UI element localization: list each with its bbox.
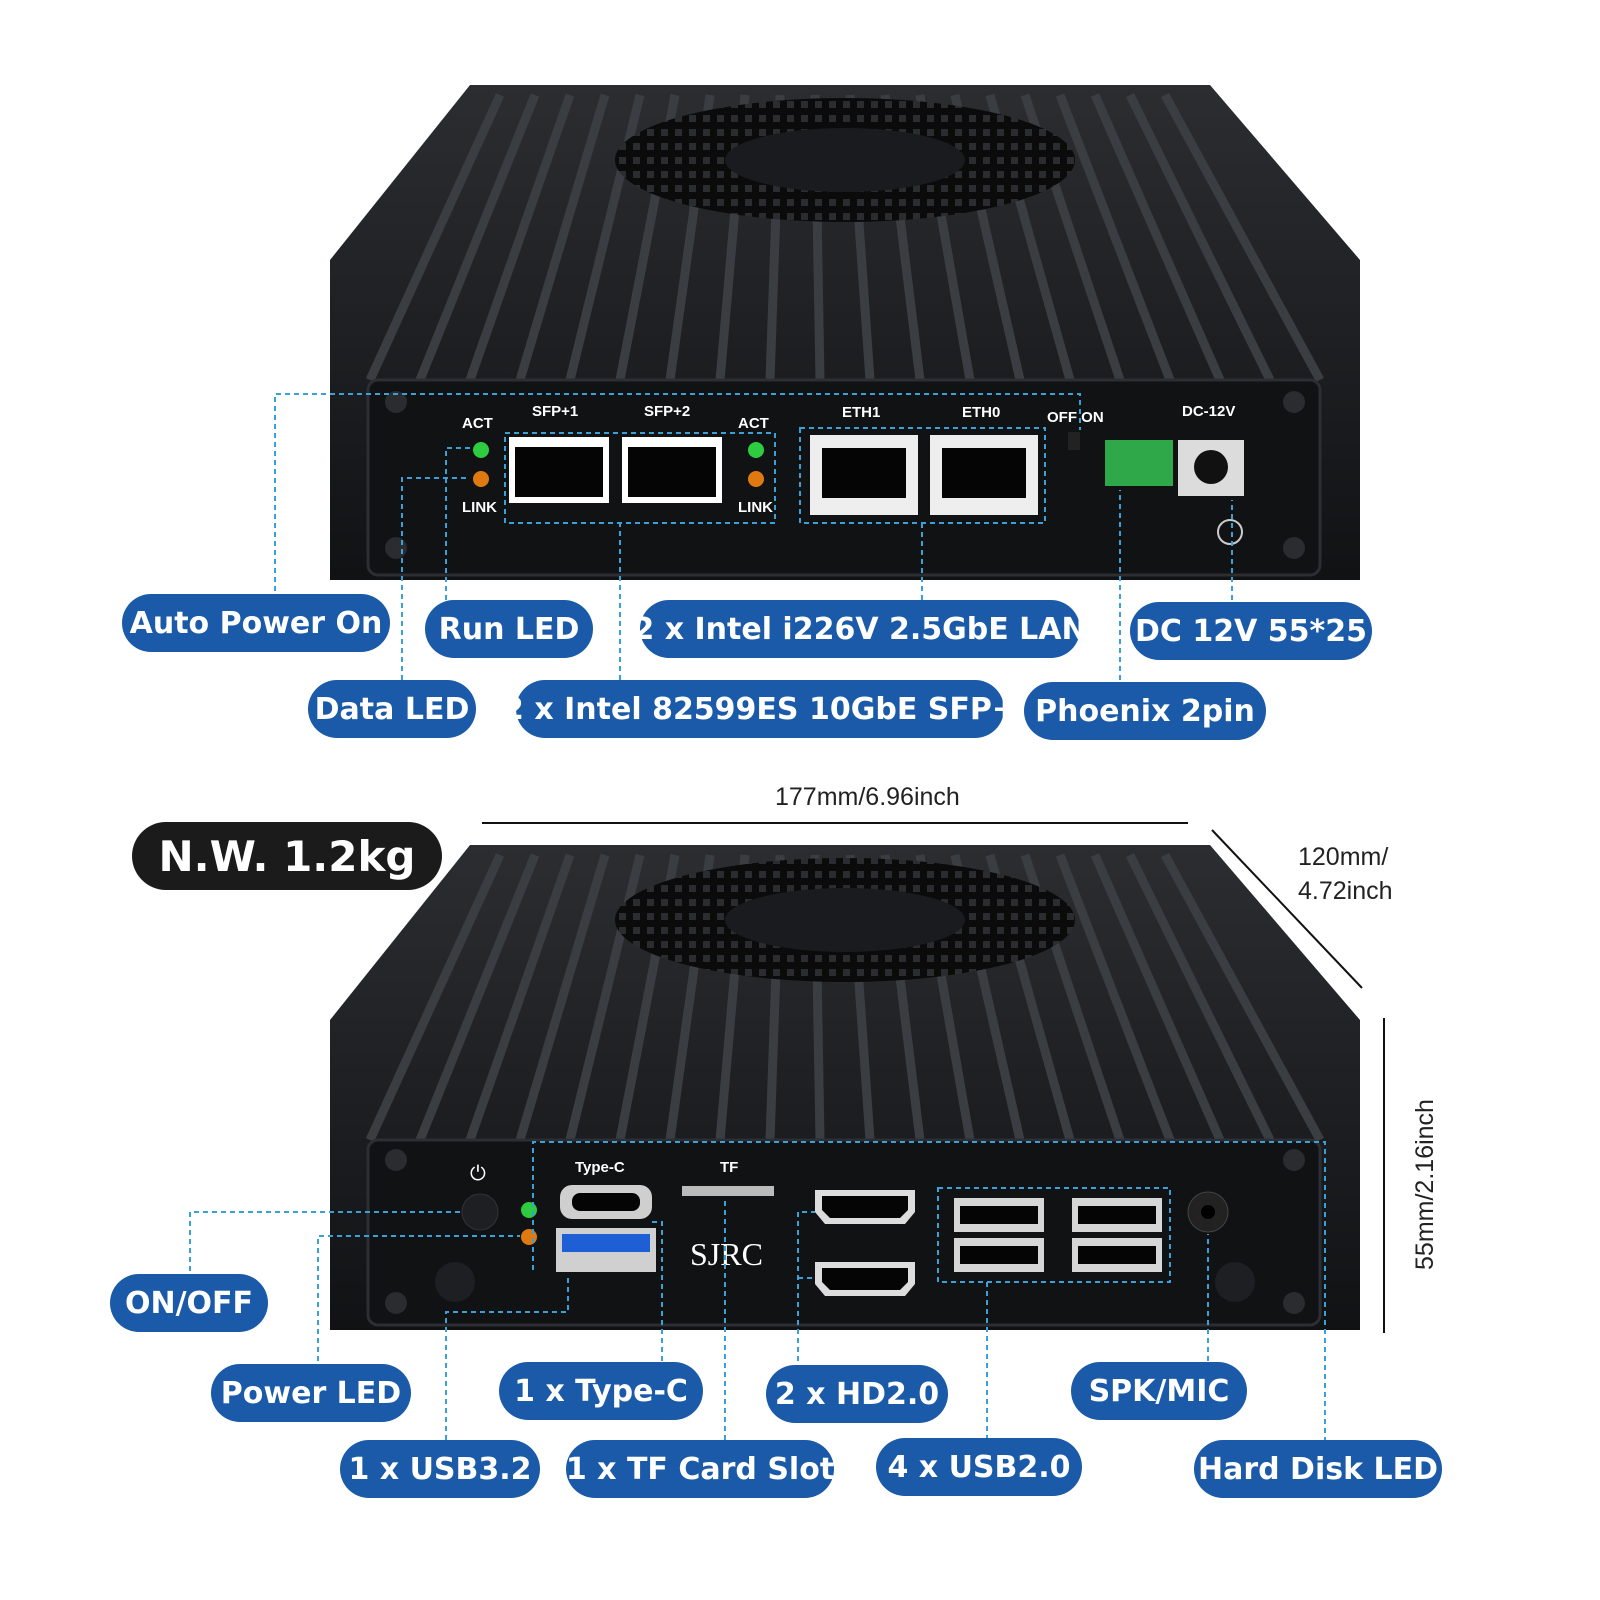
antenna-right	[1215, 1262, 1255, 1302]
lbl-act-left: ACT	[462, 415, 493, 432]
lbl-act-right: ACT	[738, 415, 769, 432]
lbl-link-right: LINK	[738, 499, 773, 516]
width-dimension: 177mm/6.96inch	[775, 783, 960, 811]
depth-dimension-line1: 120mm/	[1298, 843, 1389, 871]
lbl-eth0: ETH0	[962, 404, 1000, 421]
link-led-right	[748, 471, 764, 487]
callout-sfp: 2 x Intel 82599ES 10GbE SFP+	[503, 680, 1017, 738]
callout-data-led: Data LED	[308, 680, 476, 738]
weight-badge: N.W. 1.2kg	[132, 822, 442, 890]
lbl-dc: DC-12V	[1182, 403, 1235, 420]
lbl-eth1: ETH1	[842, 404, 880, 421]
dimension-lines	[482, 822, 1385, 1333]
callout-usb20: 4 x USB2.0	[876, 1438, 1082, 1496]
lbl-tf: TF	[720, 1159, 738, 1176]
callout-tf-slot: 1 x TF Card Slot	[566, 1440, 834, 1498]
act-led-right	[748, 442, 764, 458]
power-icon: ⏻	[470, 1161, 486, 1185]
link-led-left	[473, 471, 489, 487]
bottom-device: ⏻ Type-C TF SJRC	[189, 845, 1360, 1440]
callout-run-led: Run LED	[425, 600, 593, 658]
callout-on-off: ON/OFF	[110, 1274, 268, 1332]
hdd-led	[521, 1229, 537, 1245]
lbl-offon: OFF ON	[1047, 409, 1104, 426]
callout-phoenix: Phoenix 2pin	[1024, 682, 1266, 740]
callout-power-led: Power LED	[211, 1364, 411, 1422]
power-button	[461, 1193, 499, 1231]
depth-dimension-line2: 4.72inch	[1298, 877, 1393, 905]
callout-lan: 2 x Intel i226V 2.5GbE LAN	[633, 600, 1087, 658]
bottom-front-panel	[366, 1138, 1322, 1327]
callout-hdd-led: Hard Disk LED	[1194, 1440, 1442, 1498]
lbl-sfp1: SFP+1	[532, 403, 578, 420]
callout-auto-power-on: Auto Power On	[122, 594, 390, 652]
power-led	[521, 1202, 537, 1218]
tf-slot	[682, 1186, 774, 1196]
callout-spk-mic: SPK/MIC	[1071, 1362, 1247, 1420]
lbl-type-c: Type-C	[575, 1159, 625, 1176]
antenna-left	[435, 1262, 475, 1302]
lbl-sfp2: SFP+2	[644, 403, 690, 420]
top-device: ACT LINK ACT LINK SFP+1 SFP+2 ETH1 ETH0 …	[274, 85, 1360, 680]
callout-dc-power: DC 12V 55*25	[1130, 602, 1372, 660]
phoenix-terminal	[1105, 440, 1173, 486]
callout-usb32: 1 x USB3.2	[340, 1440, 540, 1498]
lbl-brand: SJRC	[690, 1236, 763, 1272]
act-led-left	[473, 442, 489, 458]
callout-hd: 2 x HD2.0	[766, 1365, 948, 1423]
lbl-link-left: LINK	[462, 499, 497, 516]
height-dimension: 55mm/2.16inch	[1410, 1099, 1439, 1270]
callout-type-c: 1 x Type-C	[499, 1362, 703, 1420]
